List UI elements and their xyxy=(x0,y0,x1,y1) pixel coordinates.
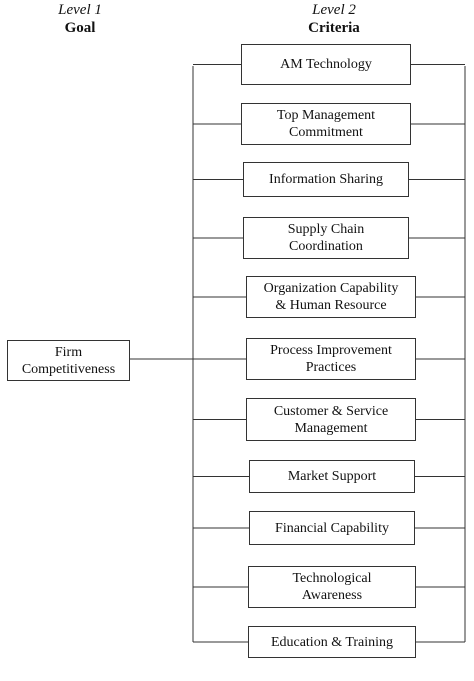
criterion-organization-capability: Organization Capability & Human Resource xyxy=(246,276,416,318)
criterion-process-improvement-practices: Process Improvement Practices xyxy=(246,338,416,380)
criterion-financial-capability: Financial Capability xyxy=(249,511,415,545)
criterion-am-technology: AM Technology xyxy=(241,44,411,85)
goal-node-firm-competitiveness: Firm Competitiveness xyxy=(7,340,130,381)
criterion-education-training: Education & Training xyxy=(248,626,416,658)
goal-heading: Goal xyxy=(64,20,96,36)
criterion-market-support: Market Support xyxy=(249,460,415,493)
level-1-label: Level 1 xyxy=(58,2,102,18)
criteria-links xyxy=(193,64,465,643)
criterion-supply-chain-coordination: Supply Chain Coordination xyxy=(243,217,409,259)
criterion-technological-awareness: Technological Awareness xyxy=(248,566,416,608)
criterion-top-management-commitment: Top Management Commitment xyxy=(241,103,411,145)
criteria-heading: Criteria xyxy=(308,20,360,36)
level-2-label: Level 2 xyxy=(312,2,356,18)
criterion-information-sharing: Information Sharing xyxy=(243,162,409,197)
criterion-customer-service-management: Customer & Service Management xyxy=(246,398,416,441)
